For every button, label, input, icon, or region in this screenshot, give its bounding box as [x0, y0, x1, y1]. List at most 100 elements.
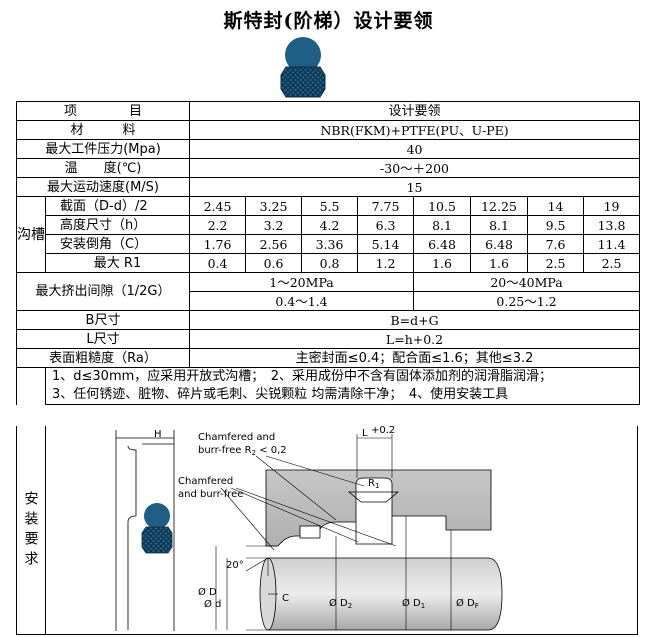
seal-profile-group: H [115, 429, 175, 631]
material-value: NBR(FKM)+PTFE(PU、U-PE) [189, 120, 641, 140]
table-cell: 3.36 [301, 234, 359, 254]
table-cell: 3.2 [245, 215, 303, 235]
installation-drawing: H R1 L +0.2 Ø D Ø d Ø D2 Ø D1 Ø DF C 20°… [115, 426, 503, 631]
groove-label: 沟槽 [16, 196, 46, 273]
table-cell: 5.14 [357, 234, 415, 254]
install-divider [45, 426, 46, 635]
label-h: H [154, 429, 162, 440]
label-chamfer-2: Chamfered [178, 476, 233, 487]
seal-ring-shape [141, 526, 173, 554]
o-ring-shape [144, 503, 170, 529]
table-cell: 1.6 [413, 253, 472, 273]
temperature-row: 温 度(℃) -30～＋200 [15, 158, 641, 178]
leader-line [230, 487, 359, 543]
install-notes-row: 1、d≤30mm，应采用开放式沟槽； 2、采用成份中不含有固体添加剂的润滑脂润滑… [16, 367, 641, 405]
header-value-label: 设计要领 [189, 101, 641, 121]
label-od-big: Ø D [198, 586, 217, 598]
b-size-row: B尺寸 B=d+G [15, 310, 641, 330]
table-cell: 2.45 [189, 196, 247, 216]
roughness-label: 表面粗糙度（Ra） [15, 348, 191, 368]
groove-row-label: 截面（D-d）/2 [44, 196, 191, 216]
install-frame [16, 426, 638, 635]
label-r1: R1 [368, 478, 379, 490]
install-label-text: 安装要求 [22, 490, 39, 571]
groove-row: 最大 R1 0.4 0.6 0.8 1.2 1.6 1.6 2.5 2.5 [17, 253, 641, 273]
extrusion-range-high: 20～40MPa [413, 272, 641, 292]
page-title: 斯特封(阶梯）设计要领 [223, 10, 434, 32]
install-note-line: 3、任何锈迹、脏物、碎片或毛刺、尖锐颗粒 均需清除干净； 4、使用安装工具 [52, 387, 509, 402]
groove-row: 高度尺寸（h） 2.2 3.2 4.2 6.3 8.1 8.1 9.5 13.8 [17, 215, 641, 235]
extrusion-gap-low: 0.4～1.4 [189, 291, 415, 311]
extrusion-gap-high: 0.25～1.2 [413, 291, 641, 311]
piston-rod [267, 557, 503, 631]
label-d1: Ø D1 [402, 597, 425, 610]
b-size-label: B尺寸 [15, 310, 191, 330]
l-size-value: L=h+0.2 [189, 329, 641, 349]
table-cell: 7.6 [527, 234, 585, 254]
table-cell: 19 [583, 196, 641, 216]
install-label: 安装要求 [16, 426, 45, 635]
table-cell: 9.5 [527, 215, 585, 235]
extrusion-range-low: 1～20MPa [189, 272, 415, 292]
table-cell: 6.3 [357, 215, 415, 235]
groove-row-label: 安装倒角（C） [44, 234, 191, 254]
groove-pocket [355, 477, 393, 545]
groove-step [299, 525, 321, 539]
leader-line [220, 487, 275, 551]
max-pressure-label: 最大工件压力(Mpa) [15, 139, 191, 159]
label-chamfer-1: Chamfered and [198, 432, 275, 443]
label-c: C [282, 593, 289, 604]
table-cell: 8.1 [470, 215, 529, 235]
housing-profile [127, 445, 137, 630]
leader-line [255, 455, 337, 521]
label-chamfer-2b: and burr-free [178, 489, 243, 500]
groove-row-label: 高度尺寸（h） [44, 215, 191, 235]
extrusion-row: 0.4～1.4 0.25～1.2 [17, 291, 641, 311]
label-df: Ø DF [456, 597, 479, 610]
l-size-row: L尺寸 L=h+0.2 [15, 329, 641, 349]
table-cell: 7.75 [357, 196, 415, 216]
table-cell: 0.8 [301, 253, 359, 273]
table-cell: 14 [527, 196, 585, 216]
label-od-small: Ø d [204, 598, 221, 610]
roughness-row: 表面粗糙度（Ra） 主密封面≤0.4；配合面≤1.6；其他≤3.2 [15, 348, 641, 368]
table-cell: 13.8 [583, 215, 641, 235]
table-cell: 2.2 [189, 215, 247, 235]
table-cell: 2.5 [527, 253, 585, 273]
table-cell: 2.56 [245, 234, 303, 254]
groove-row: 沟槽 截面（D-d）/2 2.45 3.25 5.5 7.75 10.5 12.… [16, 196, 641, 273]
roughness-value: 主密封面≤0.4；配合面≤1.6；其他≤3.2 [189, 348, 641, 368]
groove-row: 安装倒角（C） 1.76 2.56 3.36 5.14 6.48 6.48 7.… [17, 234, 641, 254]
table-cell: 0.4 [189, 253, 247, 273]
extrusion-row: 最大挤出间隙（1/2G） 1～20MPa 20～40MPa [15, 272, 641, 311]
seal-cross-section-icon [280, 37, 326, 98]
max-speed-value: 15 [189, 177, 641, 197]
groove-row-label: 最大 R1 [44, 253, 191, 273]
temperature-label: 温 度(℃) [15, 158, 191, 178]
table-cell: 8.1 [413, 215, 472, 235]
header-row: 项 目 设计要领 [15, 101, 641, 121]
install-label-top [16, 367, 46, 405]
table-cell: 11.4 [583, 234, 641, 254]
label-d2: Ø D2 [329, 597, 352, 610]
label-l: L [362, 428, 368, 439]
max-pressure-value: 40 [189, 139, 641, 159]
l-size-label: L尺寸 [15, 329, 191, 349]
material-label: 材 料 [15, 120, 191, 140]
label-angle: 20° [226, 560, 244, 571]
install-note-line: 1、d≤30mm，应采用开放式沟槽； 2、采用成份中不含有固体添加剂的润滑脂润滑… [52, 369, 553, 384]
table-cell: 1.2 [357, 253, 415, 273]
table-cell: 4.2 [301, 215, 359, 235]
b-size-value: B=d+G [189, 310, 641, 330]
table-cell: 3.25 [245, 196, 303, 216]
max-pressure-row: 最大工件压力(Mpa) 40 [15, 139, 641, 159]
leader-line [265, 455, 365, 487]
table-cell: 6.48 [470, 234, 529, 254]
extrusion-label: 最大挤出间隙（1/2G） [15, 272, 191, 311]
table-cell: 10.5 [413, 196, 472, 216]
design-spec-table: 项 目 设计要领 材 料 NBR(FKM)+PTFE(PU、U-PE) 最大工件… [15, 101, 641, 405]
label-chamfer-1b: burr-free R2 < 0,2 [198, 445, 287, 457]
max-speed-label: 最大运动速度(M/S) [15, 177, 191, 197]
table-cell: 5.5 [301, 196, 359, 216]
header-item-label: 项 目 [15, 101, 191, 121]
